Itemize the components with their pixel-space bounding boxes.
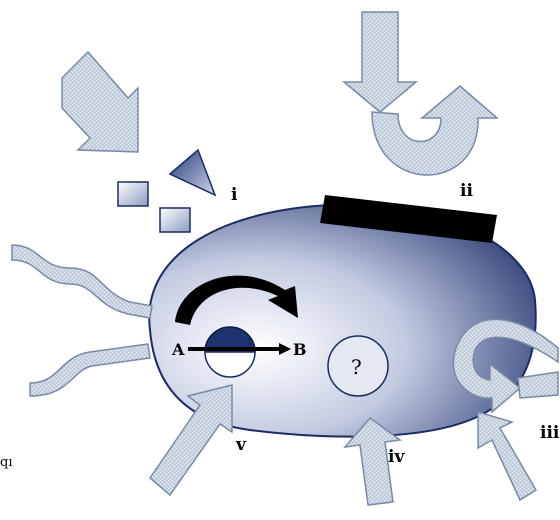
diffused-molecules xyxy=(117,148,217,233)
unknown-mechanism: ? xyxy=(327,335,389,397)
label-ii: ii xyxy=(460,181,473,201)
diffusion-arrow-i xyxy=(61,50,139,153)
molecule-cone xyxy=(168,148,217,197)
label-i: i xyxy=(231,185,238,205)
arrow-iii-lower xyxy=(477,410,538,502)
wavy-arrow-lower-left xyxy=(29,343,151,397)
arrow-v xyxy=(148,384,233,497)
question-mark: ? xyxy=(351,355,362,379)
arrow-iv xyxy=(343,416,402,506)
wavy-arrow-upper-left xyxy=(11,244,153,319)
label-iv: iv xyxy=(388,447,405,467)
enzyme-cycle-arrow xyxy=(175,275,298,325)
label-iii: iii xyxy=(540,423,560,443)
membrane-pump-bar xyxy=(320,195,497,243)
arrow-iii-curved xyxy=(452,318,559,414)
molecule-square xyxy=(159,207,191,233)
edge-fragment-text: qı xyxy=(0,455,12,470)
label-b: B xyxy=(293,340,307,359)
u-turn-arrow-ii xyxy=(341,11,500,176)
label-a: A xyxy=(171,340,185,359)
molecule-square xyxy=(117,181,149,207)
label-v: v xyxy=(235,435,247,455)
enzyme-active-site xyxy=(204,326,256,378)
